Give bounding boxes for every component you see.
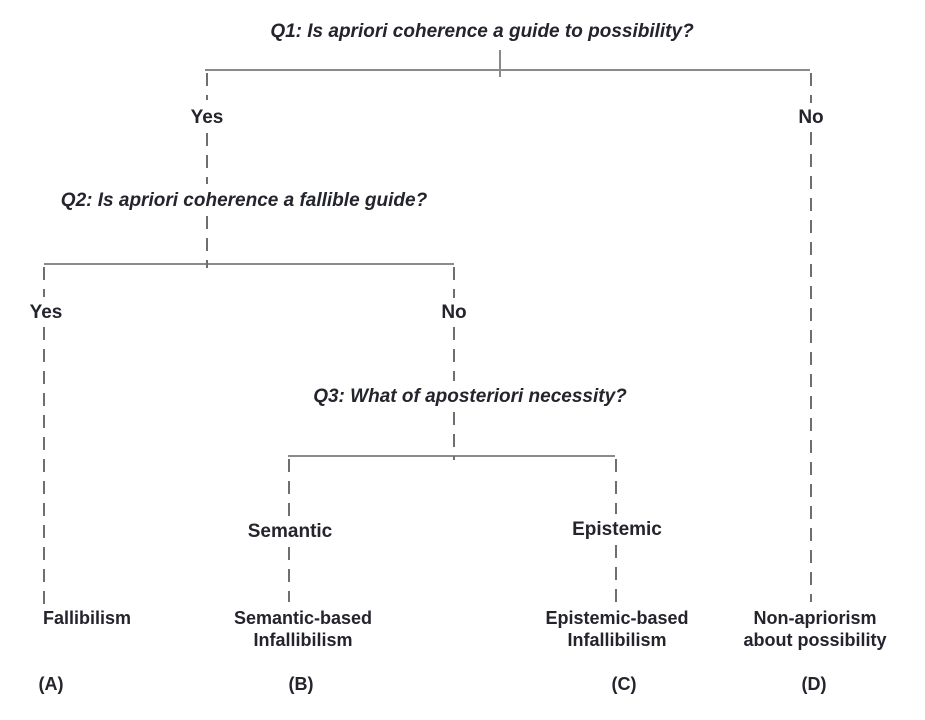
outcome-d-tag: (D): [801, 674, 827, 694]
outcome-c-label: Epistemic-based Infallibilism: [545, 607, 688, 651]
branch-q2-yes: Yes: [29, 302, 63, 323]
outcome-a-label: Fallibilism: [42, 608, 132, 628]
branch-q1-yes: Yes: [190, 107, 224, 128]
outcome-d-line1: Non-apriorism: [753, 608, 877, 628]
outcome-c-line2: Infallibilism: [567, 630, 667, 650]
dashed-connectors: [43, 73, 812, 604]
outcome-b-tag: (B): [288, 674, 314, 694]
branch-q2-no: No: [441, 302, 467, 323]
outcome-c-tag: (C): [611, 674, 637, 694]
outcome-d-label: Non-apriorism about possibility: [743, 607, 886, 651]
question-q1: Q1: Is apriori coherence a guide to poss…: [270, 21, 694, 42]
outcome-a-tag: (A): [38, 674, 64, 694]
outcome-c-line1: Epistemic-based: [545, 608, 689, 628]
branch-q3-semantic: Semantic: [247, 521, 333, 542]
outcome-b-line2: Infallibilism: [253, 630, 353, 650]
solid-connectors: [44, 50, 810, 457]
question-q3: Q3: What of aposteriori necessity?: [313, 386, 627, 407]
question-q2: Q2: Is apriori coherence a fallible guid…: [60, 190, 428, 211]
outcome-d-line2: about possibility: [743, 630, 887, 650]
branch-q1-no: No: [798, 107, 824, 128]
outcome-b-label: Semantic-based Infallibilism: [234, 607, 372, 651]
branch-q3-epistemic: Epistemic: [572, 519, 662, 540]
outcome-b-line1: Semantic-based: [233, 608, 373, 628]
